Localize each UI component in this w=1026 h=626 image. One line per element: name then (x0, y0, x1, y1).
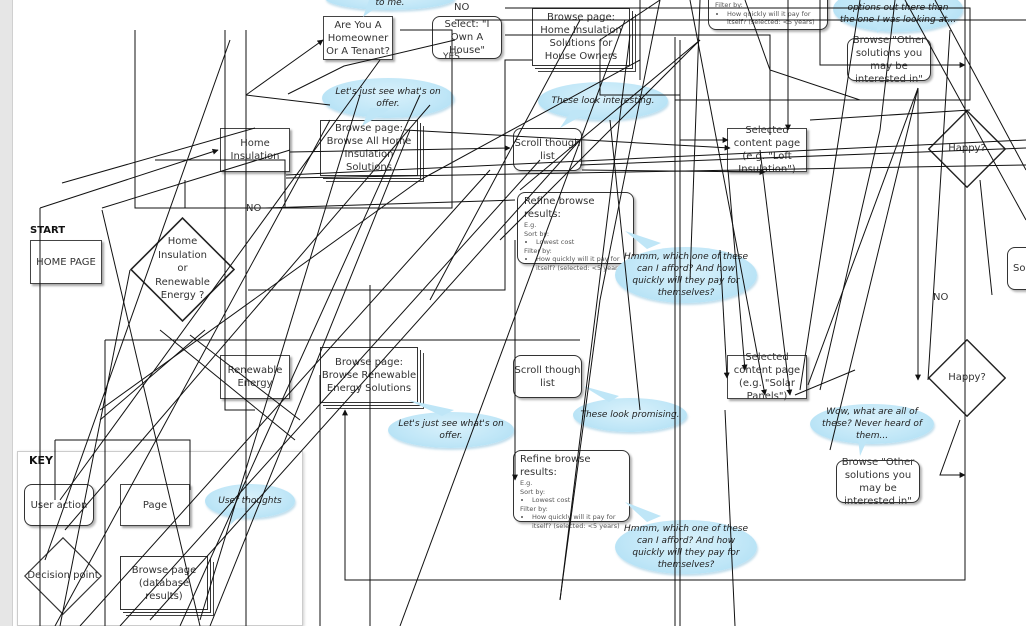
bubble-top-partial: to me. (325, 0, 455, 17)
bubble-never-heard: Wow, what are all of these? Never heard … (810, 404, 934, 456)
left-gutter (0, 0, 13, 626)
edge-label-no-mid: NO (246, 203, 262, 214)
bubble-promising: These look promising. (573, 386, 687, 432)
edge-label-no-right: NO (933, 292, 949, 303)
home-insulation-label: Home Insulation (230, 138, 280, 162)
bubble-afford-bottom: Hmmm, which one of these can I afford? A… (615, 502, 757, 574)
bubble-afford-bottom-text: Hmmm, which one of these can I afford? A… (623, 524, 748, 570)
home-page-label: HOME PAGE (36, 256, 96, 268)
partial-right-label: Sol (1013, 263, 1026, 274)
key-user-thoughts-bubble: User thoughts (205, 484, 295, 525)
selected-loft-label: Selected content page (e.g. "Loft Insula… (733, 125, 801, 175)
bubble-tail (362, 108, 392, 126)
selected-loft-node[interactable]: Selected content page (e.g. "Loft Insula… (727, 125, 807, 175)
bubble-interesting: These look interesting. (538, 82, 668, 128)
bubble-tail (560, 110, 592, 128)
browse-renewable-label: Browse page: Browse Renewable Energy Sol… (321, 356, 417, 394)
renewable-energy-node[interactable]: Renewable Energy (220, 355, 290, 399)
decision-topic-label: Home Insulation or Renewable Energy ? (155, 236, 210, 302)
edge-label-yes: YES (443, 52, 460, 62)
bubble-offer-top-text: Let's just see what's on offer. (335, 87, 441, 109)
key-decision-point: Decision point (24, 537, 102, 615)
refine-top-eg: E.g. (524, 221, 537, 229)
browse-house-owners-node[interactable]: Browse page: Home Insulation Solutions f… (532, 8, 630, 66)
refine-top-sort-item: Lowest cost (536, 238, 627, 247)
bubble-never-heard-text: Wow, what are all of these? Never heard … (821, 407, 923, 441)
refine-bottom-filter-item: How quickly will it pay for itself? (sel… (532, 513, 623, 530)
renewable-energy-label: Renewable Energy (227, 365, 283, 389)
refine-top-title: Refine browse results: (524, 196, 595, 220)
bubble-top-partial-text: to me. (375, 0, 405, 8)
refine-bottom-sort-item: Lowest cost (532, 496, 623, 505)
refine-bottom-node[interactable]: Refine browse results: E.g. Sort by: Low… (513, 450, 630, 530)
scroll-list-top-label: Scroll though list (514, 137, 581, 162)
refine-top-sort-label: Sort by: (524, 229, 550, 238)
refine-partial-filter-label: Filter by: (715, 1, 743, 9)
browse-other-top-label: Browse "Other solutions you may be inter… (852, 34, 926, 85)
bubble-promising-text: These look promising. (580, 410, 680, 420)
home-page-node[interactable]: HOME PAGE (30, 240, 102, 284)
refine-bottom-filter-label: Filter by: (520, 504, 548, 513)
browse-other-bottom-node[interactable]: Browse "Other solutions you may be inter… (836, 457, 920, 507)
homeowner-question-node[interactable]: Are You A Homeowner Or A Tenant? (323, 16, 393, 60)
scroll-list-bottom-node[interactable]: Scroll though list (513, 355, 582, 398)
bubble-tail (583, 386, 619, 402)
bubble-other-options: options out there than the one I was loo… (833, 0, 963, 33)
key-browse-page: Browse page (database results) (120, 556, 208, 610)
happy-top-node[interactable]: Happy? (928, 110, 1006, 188)
partial-right-node[interactable]: Sol (1007, 247, 1026, 290)
bubble-tail (230, 508, 249, 525)
bubble-offer-top: Let's just see what's on offer. (322, 78, 454, 126)
homeowner-question-label: Are You A Homeowner Or A Tenant? (326, 19, 390, 57)
bubble-offer-bottom-text: Let's just see what's on offer. (398, 419, 504, 441)
refine-bottom-sort-label: Sort by: (520, 487, 546, 496)
browse-other-top-node[interactable]: Browse "Other solutions you may be inter… (847, 35, 931, 85)
bubble-afford-top: Hmmm, which one of these can I afford? A… (615, 231, 757, 303)
refine-bottom-eg: E.g. (520, 479, 533, 487)
bubble-tail (408, 400, 454, 416)
key-user-thoughts-text: User thoughts (218, 496, 282, 506)
key-user-action: User action (24, 484, 94, 526)
bubble-other-options-text: options out there than the one I was loo… (839, 3, 957, 25)
selected-solar-node[interactable]: Selected content page (e.g. "Solar Panel… (727, 352, 807, 402)
key-browse-page-label: Browse page (database results) (131, 564, 197, 602)
selected-solar-label: Selected content page (e.g. "Solar Panel… (733, 352, 801, 402)
edge-label-no-top: NO (454, 2, 470, 13)
decision-topic-node[interactable]: Home Insulation or Renewable Energy ? (130, 217, 235, 322)
key-page: Page (120, 484, 190, 526)
refine-top-filter-label: Filter by: (524, 246, 552, 255)
key-decision-point-label: Decision point (27, 570, 99, 582)
happy-top-label: Happy? (948, 143, 986, 155)
key-page-label: Page (142, 499, 168, 511)
refine-top-filter-item: How quickly will it pay for itself? (sel… (536, 255, 627, 272)
happy-bottom-node[interactable]: Happy? (928, 339, 1006, 417)
bubble-interesting-text: These look interesting. (551, 96, 655, 106)
key-user-action-label: User action (30, 499, 88, 511)
browse-other-bottom-label: Browse "Other solutions you may be inter… (841, 456, 915, 507)
refine-partial-filter-item: How quickly will it pay for itself? (sel… (727, 10, 821, 27)
bubble-offer-bottom: Let's just see what's on offer. (388, 400, 514, 448)
key-title: KEY (29, 454, 54, 467)
scroll-list-bottom-label: Scroll though list (514, 364, 581, 389)
scroll-list-top-node[interactable]: Scroll though list (513, 128, 582, 171)
browse-all-insulation-node[interactable]: Browse page: Browse All Home Insulation … (320, 120, 418, 176)
refine-bottom-title: Refine browse results: (520, 454, 591, 478)
home-insulation-node[interactable]: Home Insulation (220, 128, 290, 172)
browse-house-owners-label: Browse page: Home Insulation Solutions f… (540, 12, 622, 62)
bubble-afford-top-text: Hmmm, which one of these can I afford? A… (623, 252, 748, 298)
start-label: START (30, 225, 66, 236)
happy-bottom-label: Happy? (948, 372, 986, 384)
refine-partial-top-node[interactable]: Filter by: How quickly will it pay for i… (708, 0, 828, 30)
browse-renewable-node[interactable]: Browse page: Browse Renewable Energy Sol… (320, 347, 418, 403)
browse-all-insulation-label: Browse page: Browse All Home Insulation … (326, 123, 412, 173)
